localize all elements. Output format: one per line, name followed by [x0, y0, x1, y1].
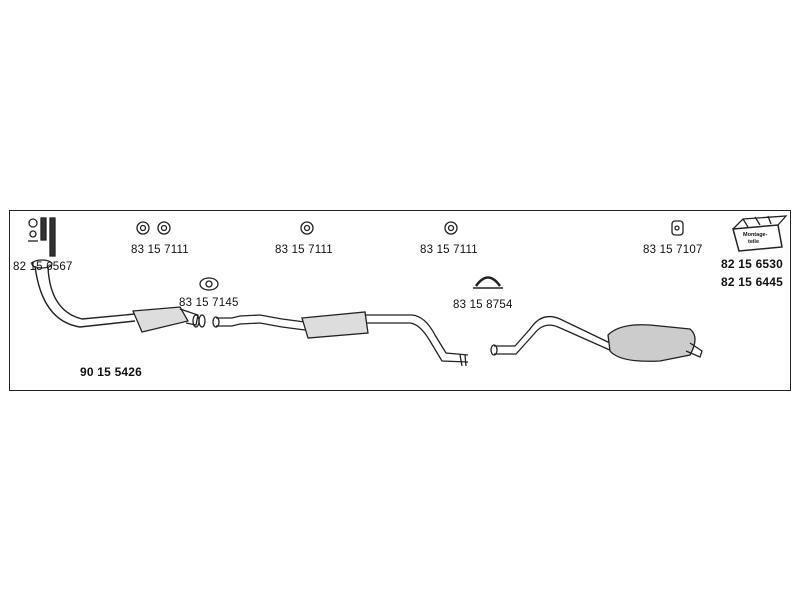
kit-box-text-1: Montage- [743, 232, 768, 238]
bolts-nuts-icon [28, 217, 56, 257]
exhaust-system-diagram: Montage- teile 82 15 6567 83 15 7111 83 … [9, 210, 791, 391]
flange-gasket-part-number: 83 15 7145 [179, 297, 239, 309]
mounting-clamps-part-number: 82 15 6567 [13, 261, 73, 273]
hanger-2-part-number: 83 15 7111 [275, 244, 333, 256]
kit-box-text-2: teile [748, 239, 759, 245]
mounting-kit-icon [732, 215, 788, 252]
middle-silencer-icon [212, 311, 469, 367]
hanger-3-part-number: 83 15 7111 [420, 244, 478, 256]
flange-gasket-icon [199, 277, 219, 291]
clamp-part-number: 83 15 8754 [453, 299, 513, 311]
rubber-hanger-icon [136, 221, 171, 235]
front-pipe-part-number: 90 15 5426 [80, 365, 143, 379]
diagram-drawing: Montage- teile [28, 215, 788, 367]
mounting-kit-part-number-1: 82 15 6530 [721, 257, 784, 271]
rubber-hanger-icon [444, 221, 458, 235]
front-pipe-catalyst-icon [31, 259, 206, 333]
rear-hanger-part-number: 83 15 7107 [643, 244, 703, 256]
hanger-1-part-number: 83 15 7111 [131, 244, 189, 256]
rubber-hanger-icon [300, 221, 314, 235]
rear-hanger-icon [671, 220, 684, 236]
rear-silencer-icon [490, 315, 703, 362]
u-clamp-icon [473, 276, 503, 289]
mounting-kit-part-number-2: 82 15 6445 [721, 275, 784, 289]
